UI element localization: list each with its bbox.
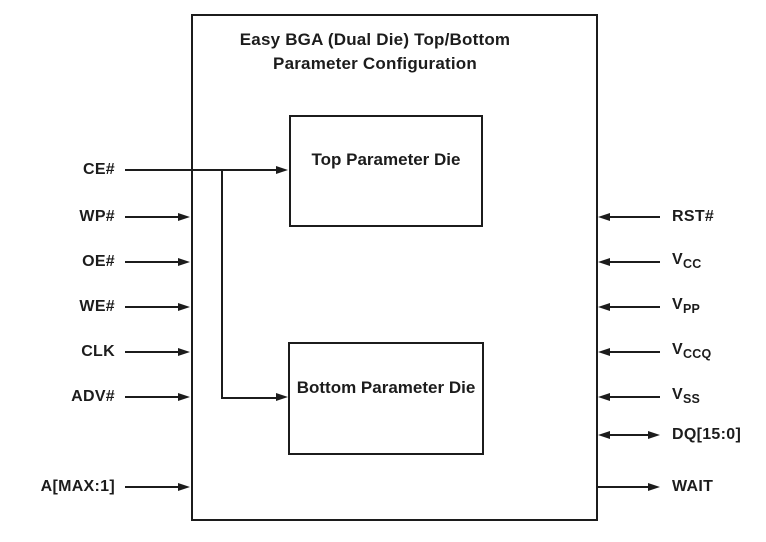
wp-signal-label: WP# xyxy=(79,208,115,225)
vss-signal-label: VSS xyxy=(672,386,701,406)
ce-arrowhead-icon xyxy=(276,166,288,174)
chip-outline-box xyxy=(191,14,598,521)
wp-arrowhead-icon xyxy=(178,213,190,221)
diagram-title-line1: Easy BGA (Dual Die) Top/Bottom xyxy=(239,30,511,49)
top-parameter-die-label: Top Parameter Die xyxy=(311,150,461,169)
vccq-arrowhead-icon xyxy=(598,348,610,356)
vpp-arrowhead-icon xyxy=(598,303,610,311)
top-parameter-die-box: Top Parameter Die xyxy=(289,115,483,227)
vcc-arrowhead-icon xyxy=(598,258,610,266)
vccq-signal-label: VCCQ xyxy=(672,341,712,361)
wait-signal-label: WAIT xyxy=(672,478,714,495)
ce-signal-label: CE# xyxy=(82,161,115,178)
vpp-signal-label: VPP xyxy=(672,296,701,316)
wait-arrow-line xyxy=(598,486,648,488)
rst-arrowhead-icon xyxy=(598,213,610,221)
ce-branch-arrowhead-icon xyxy=(276,393,288,401)
vccq-arrow-line xyxy=(610,351,660,353)
bottom-parameter-die-box: Bottom Parameter Die xyxy=(288,342,484,455)
vcc-signal-label: VCC xyxy=(672,251,702,271)
we-arrowhead-icon xyxy=(178,303,190,311)
address-arrowhead-icon xyxy=(178,483,190,491)
oe-arrowhead-icon xyxy=(178,258,190,266)
clk-signal-label: CLK xyxy=(81,343,115,360)
dq-arrowhead-right-icon xyxy=(648,431,660,439)
adv-signal-label: ADV# xyxy=(71,388,115,405)
vpp-arrow-line xyxy=(610,306,660,308)
adv-arrow-line xyxy=(125,396,178,398)
ce-arrow-line xyxy=(125,169,276,171)
dq-arrow-line xyxy=(610,434,648,436)
vss-arrowhead-icon xyxy=(598,393,610,401)
ce-branch-horizontal-line xyxy=(221,397,276,399)
dq-signal-label: DQ[15:0] xyxy=(672,426,742,443)
we-arrow-line xyxy=(125,306,178,308)
ce-branch-vertical-line xyxy=(221,170,223,399)
clk-arrow-line xyxy=(125,351,178,353)
rst-arrow-line xyxy=(610,216,660,218)
address-arrow-line xyxy=(125,486,178,488)
diagram-title-line2: Parameter Configuration xyxy=(273,54,477,73)
we-signal-label: WE# xyxy=(79,298,115,315)
oe-arrow-line xyxy=(125,261,178,263)
wait-arrowhead-icon xyxy=(648,483,660,491)
oe-signal-label: OE# xyxy=(82,253,115,270)
address-signal-label: A[MAX:1] xyxy=(40,478,115,495)
dq-arrowhead-left-icon xyxy=(598,431,610,439)
wp-arrow-line xyxy=(125,216,178,218)
vcc-arrow-line xyxy=(610,261,660,263)
adv-arrowhead-icon xyxy=(178,393,190,401)
rst-signal-label: RST# xyxy=(672,208,715,225)
diagram-title: Easy BGA (Dual Die) Top/Bottom Parameter… xyxy=(170,28,580,76)
clk-arrowhead-icon xyxy=(178,348,190,356)
vss-arrow-line xyxy=(610,396,660,398)
bottom-parameter-die-label: Bottom Parameter Die xyxy=(296,377,476,397)
